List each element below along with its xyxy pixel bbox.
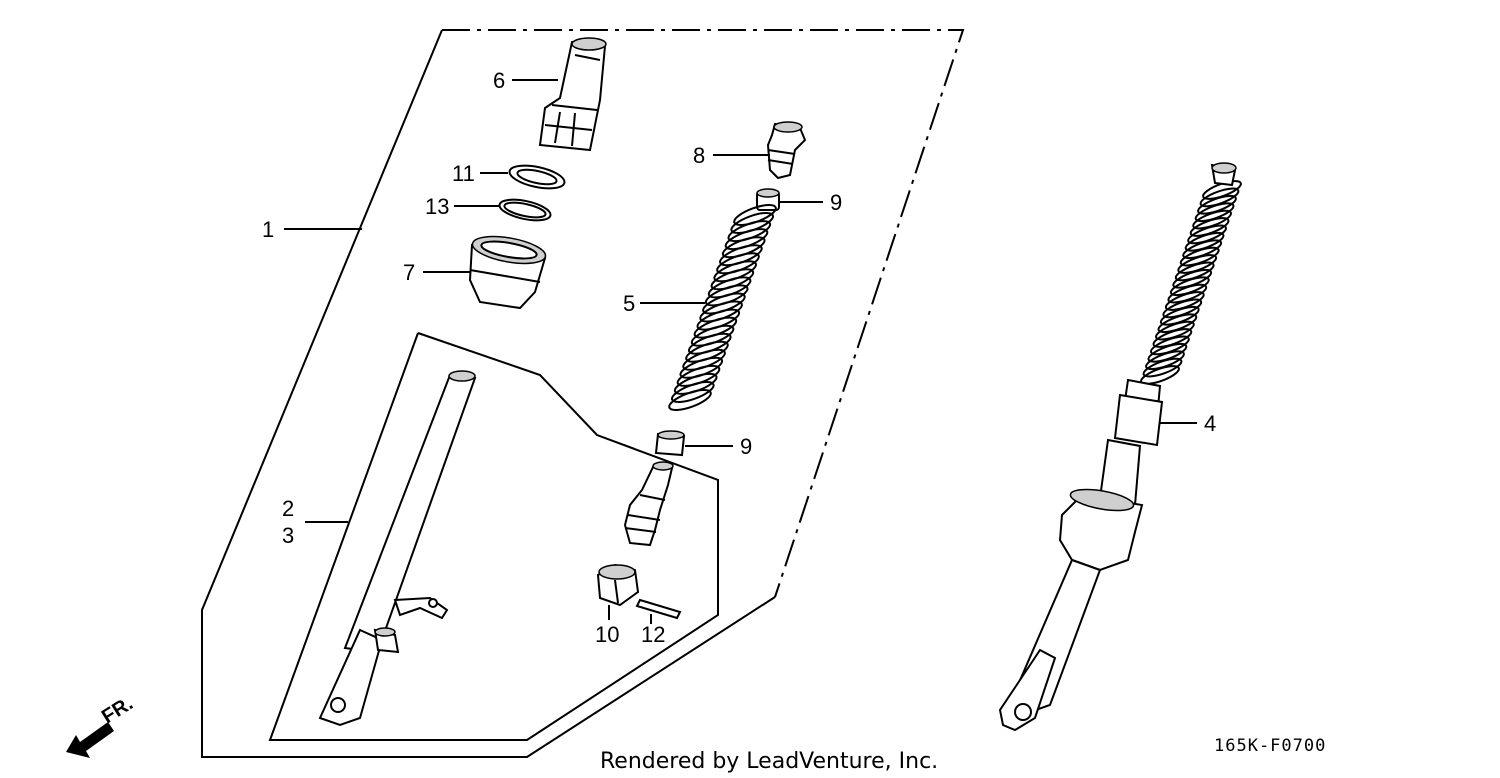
callout-13: 13: [425, 194, 449, 219]
callout-3: 3: [282, 523, 294, 548]
callout-4: 4: [1204, 411, 1216, 436]
assembly-boundary-outline: [201, 29, 776, 758]
spring-coils: [668, 204, 777, 411]
callout-9-upper: 9: [830, 190, 842, 215]
diagram-code: 165K-F0700: [1214, 736, 1326, 756]
callout-6: 6: [493, 68, 505, 93]
callout-10: 10: [595, 622, 619, 647]
part-7-dust-seal[interactable]: [468, 232, 548, 310]
callout-1: 1: [262, 217, 274, 242]
callout-5: 5: [623, 291, 635, 316]
callout-8: 8: [693, 143, 705, 168]
callout-12: 12: [641, 622, 665, 647]
part-8-damper-rod-top[interactable]: [766, 121, 807, 180]
spring-coil: [670, 381, 715, 403]
callout-2: 2: [282, 496, 294, 521]
part-2-3-fork-tube[interactable]: [318, 370, 477, 727]
inner-boundary-outline: [268, 332, 719, 741]
part-6-upper-cap[interactable]: [538, 37, 607, 152]
front-direction-arrow-icon: [66, 722, 114, 758]
front-direction-label: FR.: [98, 693, 137, 729]
part-5-spring[interactable]: [667, 201, 778, 414]
part-11-ring[interactable]: [508, 161, 567, 192]
callout-11: 11: [452, 161, 475, 186]
part-10-nut[interactable]: [596, 563, 640, 607]
fork-assembly-spring-coils: [1140, 180, 1242, 385]
callout-9-lower: 9: [740, 434, 752, 459]
part-13-circlip[interactable]: [498, 196, 553, 224]
render-credit: Rendered by LeadVenture, Inc.: [600, 749, 938, 774]
spring-coil: [668, 389, 712, 411]
assembly-boundary-dashed: [442, 29, 965, 598]
part-4-fork-assembly[interactable]: [998, 162, 1243, 732]
part-12-pin[interactable]: [635, 598, 682, 620]
part-9-lower-spacer[interactable]: [654, 430, 686, 457]
spring-coil: [1142, 357, 1183, 378]
damper-rod-lower: [623, 461, 674, 547]
leader-lines: [284, 79, 1197, 624]
callout-7: 7: [403, 260, 415, 285]
